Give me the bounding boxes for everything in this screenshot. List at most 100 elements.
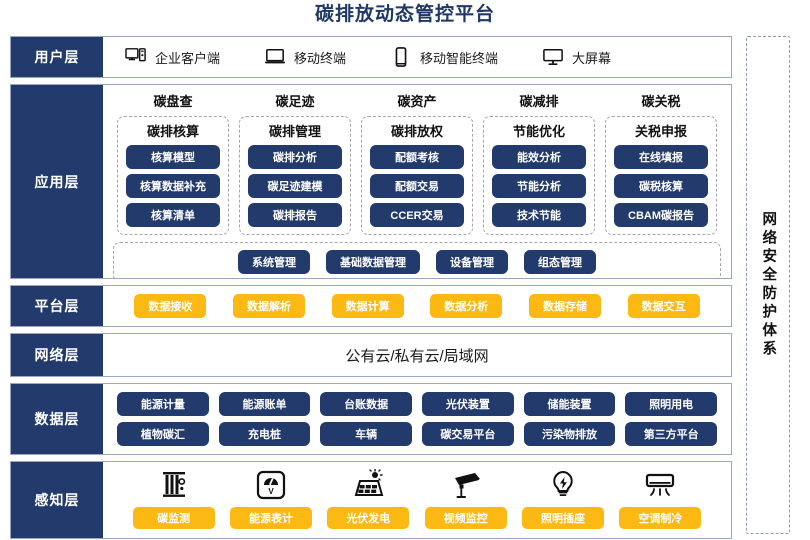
platform-capability-button[interactable]: 数据交互	[627, 294, 700, 318]
user-terminal-label: 企业客户端	[155, 50, 221, 66]
layer-body-user: 企业客户端 移动终端	[103, 37, 731, 77]
svg-text:V: V	[268, 487, 274, 496]
laptop-icon	[264, 47, 286, 67]
platform-capability-button[interactable]: 数据解析	[232, 294, 305, 318]
user-terminal-label: 大屏幕	[572, 50, 612, 66]
application-column-title: 碳关税	[641, 94, 681, 109]
data-source-button[interactable]: 储能装置	[523, 392, 616, 416]
application-feature-button[interactable]: 核算模型	[126, 145, 220, 169]
application-column-title: 碳减排	[519, 94, 559, 109]
application-column-subtitle: 关税申报	[634, 124, 687, 139]
application-feature-button[interactable]: 在线填报	[614, 145, 708, 169]
platform-capability-button[interactable]: 数据接收	[134, 294, 207, 318]
application-column-subtitle: 碳排管理	[268, 124, 321, 139]
application-column: 碳关税 关税申报 在线填报 碳税核算 CBAM碳报告	[605, 91, 717, 235]
data-source-button[interactable]: 第三方平台	[625, 422, 718, 446]
user-terminal-item[interactable]: 移动终端	[264, 47, 346, 67]
data-source-button[interactable]: 充电桩	[218, 422, 311, 446]
platform-capability-button[interactable]: 数据存储	[528, 294, 601, 318]
page-title: 碳排放动态管控平台	[314, 4, 495, 25]
sensing-device-list: 碳监测 V 能源表计	[111, 465, 723, 535]
layer-label-data: 数据层	[11, 384, 103, 454]
air-conditioner-icon	[643, 469, 677, 501]
application-column-box: 碳排管理 碳排分析 碳足迹建模 碳排报告	[239, 116, 351, 235]
application-feature-button[interactable]: 节能分析	[492, 174, 586, 198]
energy-meter-icon: V	[254, 469, 288, 501]
application-column-box: 碳排核算 核算模型 核算数据补充 核算清单	[117, 116, 229, 235]
application-feature-button[interactable]: 技术节能	[492, 203, 586, 227]
application-feature-button[interactable]: 配额考核	[370, 145, 464, 169]
data-source-button[interactable]: 能源账单	[218, 392, 311, 416]
layer-label-sensing: 感知层	[11, 462, 103, 538]
platform-capability-button[interactable]: 数据分析	[430, 294, 503, 318]
layer-row-data: 数据层 能源计量 能源账单 台账数据 光伏装置 储能装置 照明用电 植物碳汇 充…	[10, 383, 732, 455]
smartphone-icon	[390, 47, 412, 67]
application-column-box: 关税申报 在线填报 碳税核算 CBAM碳报告	[605, 116, 717, 235]
management-button[interactable]: 设备管理	[436, 250, 508, 274]
user-terminal-label: 移动智能终端	[420, 50, 499, 66]
application-feature-button[interactable]: 碳足迹建模	[248, 174, 342, 198]
layer-stack: 用户层	[10, 36, 732, 539]
data-source-button[interactable]: 植物碳汇	[117, 422, 209, 446]
data-source-button[interactable]: 污染物排放	[523, 422, 616, 446]
sensing-device-item[interactable]: 光伏发电	[320, 468, 417, 529]
application-feature-button[interactable]: CCER交易	[370, 203, 464, 227]
network-type-text: 公有云/私有云/局域网	[345, 347, 489, 365]
data-source-button[interactable]: 台账数据	[320, 392, 413, 416]
data-source-button[interactable]: 车辆	[320, 422, 413, 446]
application-feature-button[interactable]: CBAM碳报告	[614, 203, 708, 227]
application-feature-button[interactable]: 核算数据补充	[126, 174, 220, 198]
application-column: 碳减排 节能优化 能效分析 节能分析 技术节能	[483, 91, 595, 235]
sensing-device-item[interactable]: 碳监测	[125, 469, 222, 529]
application-feature-button[interactable]: 核算清单	[126, 203, 220, 227]
sensing-device-item[interactable]: 照明插座	[514, 469, 611, 529]
application-column-subtitle: 碳排放权	[390, 124, 443, 139]
application-management-box: 系统管理 基础数据管理 设备管理 组态管理	[113, 242, 721, 278]
application-column-box: 碳排放权 配额考核 配额交易 CCER交易	[361, 116, 473, 235]
sensing-device-label: 能源表计	[229, 507, 312, 529]
user-terminal-item[interactable]: 大屏幕	[542, 47, 611, 67]
application-column-title: 碳资产	[397, 94, 437, 109]
layer-row-network: 网络层 公有云/私有云/局域网	[10, 333, 732, 377]
cctv-camera-icon	[449, 469, 483, 501]
layer-row-user: 用户层	[10, 36, 732, 78]
sensing-device-item[interactable]: 视频监控	[417, 469, 514, 529]
application-feature-button[interactable]: 碳排分析	[248, 145, 342, 169]
platform-capability-list: 数据接收 数据解析 数据计算 数据分析 数据存储 数据交互	[111, 294, 723, 318]
data-source-button[interactable]: 照明用电	[625, 392, 718, 416]
application-column: 碳足迹 碳排管理 碳排分析 碳足迹建模 碳排报告	[239, 91, 351, 235]
solar-panel-icon	[351, 468, 385, 501]
application-columns: 碳盘查 碳排核算 核算模型 核算数据补充 核算清单 碳足迹 碳排管理 碳排分析	[113, 91, 721, 235]
management-button[interactable]: 系统管理	[238, 250, 310, 274]
application-feature-button[interactable]: 能效分析	[492, 145, 586, 169]
light-bulb-icon	[546, 469, 580, 501]
application-feature-button[interactable]: 碳税核算	[614, 174, 708, 198]
layer-row-application: 应用层 碳盘查 碳排核算 核算模型 核算数据补充 核算清单 碳足迹	[10, 84, 732, 279]
user-terminal-item[interactable]: 移动智能终端	[390, 47, 498, 67]
layer-body-application: 碳盘查 碳排核算 核算模型 核算数据补充 核算清单 碳足迹 碳排管理 碳排分析	[103, 85, 731, 278]
sensing-device-label: 照明插座	[521, 507, 604, 529]
application-feature-button[interactable]: 碳排报告	[248, 203, 342, 227]
sensing-device-label: 空调制冷	[619, 507, 702, 529]
user-terminal-item[interactable]: 企业客户端	[125, 47, 220, 67]
sensing-device-label: 光伏发电	[327, 507, 410, 529]
application-column: 碳盘查 碳排核算 核算模型 核算数据补充 核算清单	[117, 91, 229, 235]
application-column-box: 节能优化 能效分析 节能分析 技术节能	[483, 116, 595, 235]
management-button[interactable]: 组态管理	[524, 250, 596, 274]
sensing-device-item[interactable]: V 能源表计	[222, 469, 319, 529]
data-source-button[interactable]: 光伏装置	[422, 392, 514, 416]
application-column-title: 碳足迹	[275, 94, 315, 109]
sensing-device-item[interactable]: 空调制冷	[612, 469, 709, 529]
platform-capability-button[interactable]: 数据计算	[331, 294, 404, 318]
monitor-icon	[542, 47, 564, 67]
sensing-device-label: 视频监控	[424, 507, 507, 529]
data-source-button[interactable]: 能源计量	[117, 392, 209, 416]
layer-body-data: 能源计量 能源账单 台账数据 光伏装置 储能装置 照明用电 植物碳汇 充电桩 车…	[103, 384, 731, 454]
data-source-button[interactable]: 碳交易平台	[422, 422, 514, 446]
layer-body-sensing: 碳监测 V 能源表计	[103, 462, 731, 538]
management-button[interactable]: 基础数据管理	[326, 250, 420, 274]
security-system-label: 网络安全防护体系	[760, 211, 777, 359]
layer-body-platform: 数据接收 数据解析 数据计算 数据分析 数据存储 数据交互	[103, 286, 731, 326]
application-feature-button[interactable]: 配额交易	[370, 174, 464, 198]
